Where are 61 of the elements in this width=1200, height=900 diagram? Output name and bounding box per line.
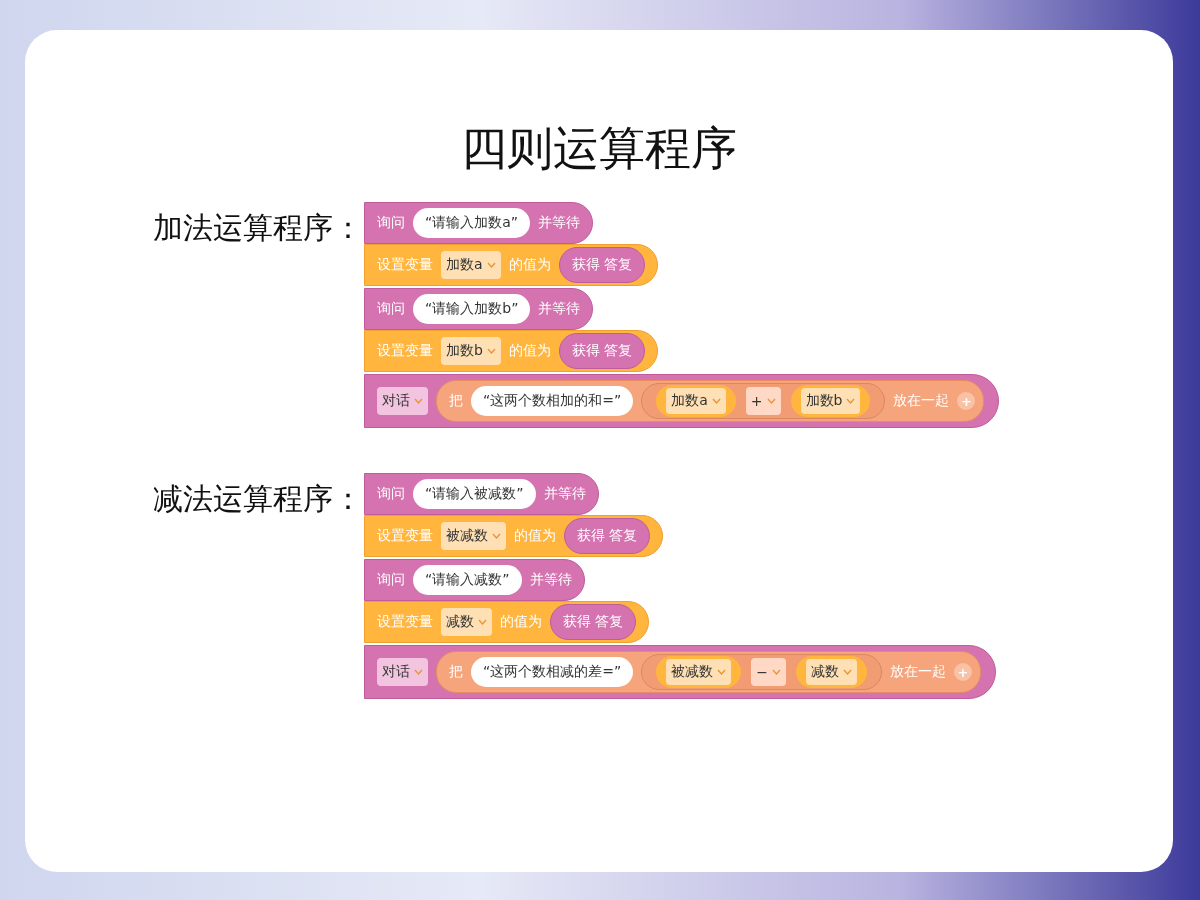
say-block xyxy=(364,645,996,699)
variable-reporter: 加数b xyxy=(790,385,871,417)
block-text: 放在一起 xyxy=(893,392,950,410)
block-text: 的值为 xyxy=(508,342,551,360)
answer-reporter: 获得 答复 xyxy=(564,518,651,554)
ask-block xyxy=(364,559,585,601)
variable-dropdown: 加数a xyxy=(441,251,501,279)
operator-block xyxy=(641,383,886,419)
program-heading: 减法运算程序： xyxy=(153,480,363,518)
set-variable-block xyxy=(364,601,650,643)
block-text: 放在一起 xyxy=(890,663,946,681)
block-text: 设置变量 xyxy=(377,256,433,274)
variable-dropdown: 减数 xyxy=(441,608,492,636)
operator-dropdown: + xyxy=(745,387,781,415)
text-input-pill: “这两个数相加的和=” xyxy=(471,386,634,416)
program-heading: 加法运算程序： xyxy=(153,209,363,247)
variable-reporter: 减数 xyxy=(796,656,867,688)
join-block xyxy=(436,380,985,422)
add-input-button: + xyxy=(957,392,976,410)
block-text: 询问 xyxy=(377,485,405,503)
block-text: 询问 xyxy=(377,300,405,318)
variable-reporter: 被减数 xyxy=(656,656,742,688)
ask-block xyxy=(364,202,594,244)
set-variable-block xyxy=(364,330,659,372)
answer-reporter: 获得 答复 xyxy=(558,247,646,283)
title: 四则运算程序 xyxy=(460,120,738,177)
set-variable-block xyxy=(364,515,664,557)
variable-dropdown: 被减数 xyxy=(441,522,506,550)
variable-dropdown: 加数b xyxy=(441,337,501,365)
block-text: 并等待 xyxy=(538,300,581,318)
operator-block xyxy=(641,654,882,690)
ask-block xyxy=(364,288,594,330)
block-text: 的值为 xyxy=(500,613,542,631)
block-text: 设置变量 xyxy=(377,527,433,545)
text-input-pill: “这两个数相减的差=” xyxy=(471,657,634,687)
variable-reporter: 加数a xyxy=(656,385,736,417)
block-text: 询问 xyxy=(377,214,405,232)
block-text: 把 xyxy=(449,392,463,410)
answer-reporter: 获得 答复 xyxy=(550,604,637,640)
block-text: 并等待 xyxy=(538,214,581,232)
say-dropdown: 对话 xyxy=(377,387,428,415)
block-text: 询问 xyxy=(377,571,405,589)
block-text: 把 xyxy=(449,663,463,681)
block-text: 并等待 xyxy=(543,485,586,503)
text-input-pill: “请输入被减数” xyxy=(413,479,536,509)
say-block xyxy=(364,374,1000,428)
set-variable-block xyxy=(364,244,659,286)
block-text: 设置变量 xyxy=(377,342,433,360)
say-dropdown: 对话 xyxy=(377,658,428,686)
text-input-pill: “请输入加数a” xyxy=(413,208,531,238)
ask-block xyxy=(364,473,599,515)
join-block xyxy=(436,651,981,693)
block-text: 并等待 xyxy=(529,571,572,589)
text-input-pill: “请输入减数” xyxy=(413,565,522,595)
block-text: 的值为 xyxy=(514,527,556,545)
answer-reporter: 获得 答复 xyxy=(558,333,646,369)
operator-dropdown: − xyxy=(751,658,786,686)
block-text: 的值为 xyxy=(508,256,551,274)
text-input-pill: “请输入加数b” xyxy=(413,294,531,324)
block-text: 设置变量 xyxy=(377,613,433,631)
add-input-button: + xyxy=(954,663,972,681)
